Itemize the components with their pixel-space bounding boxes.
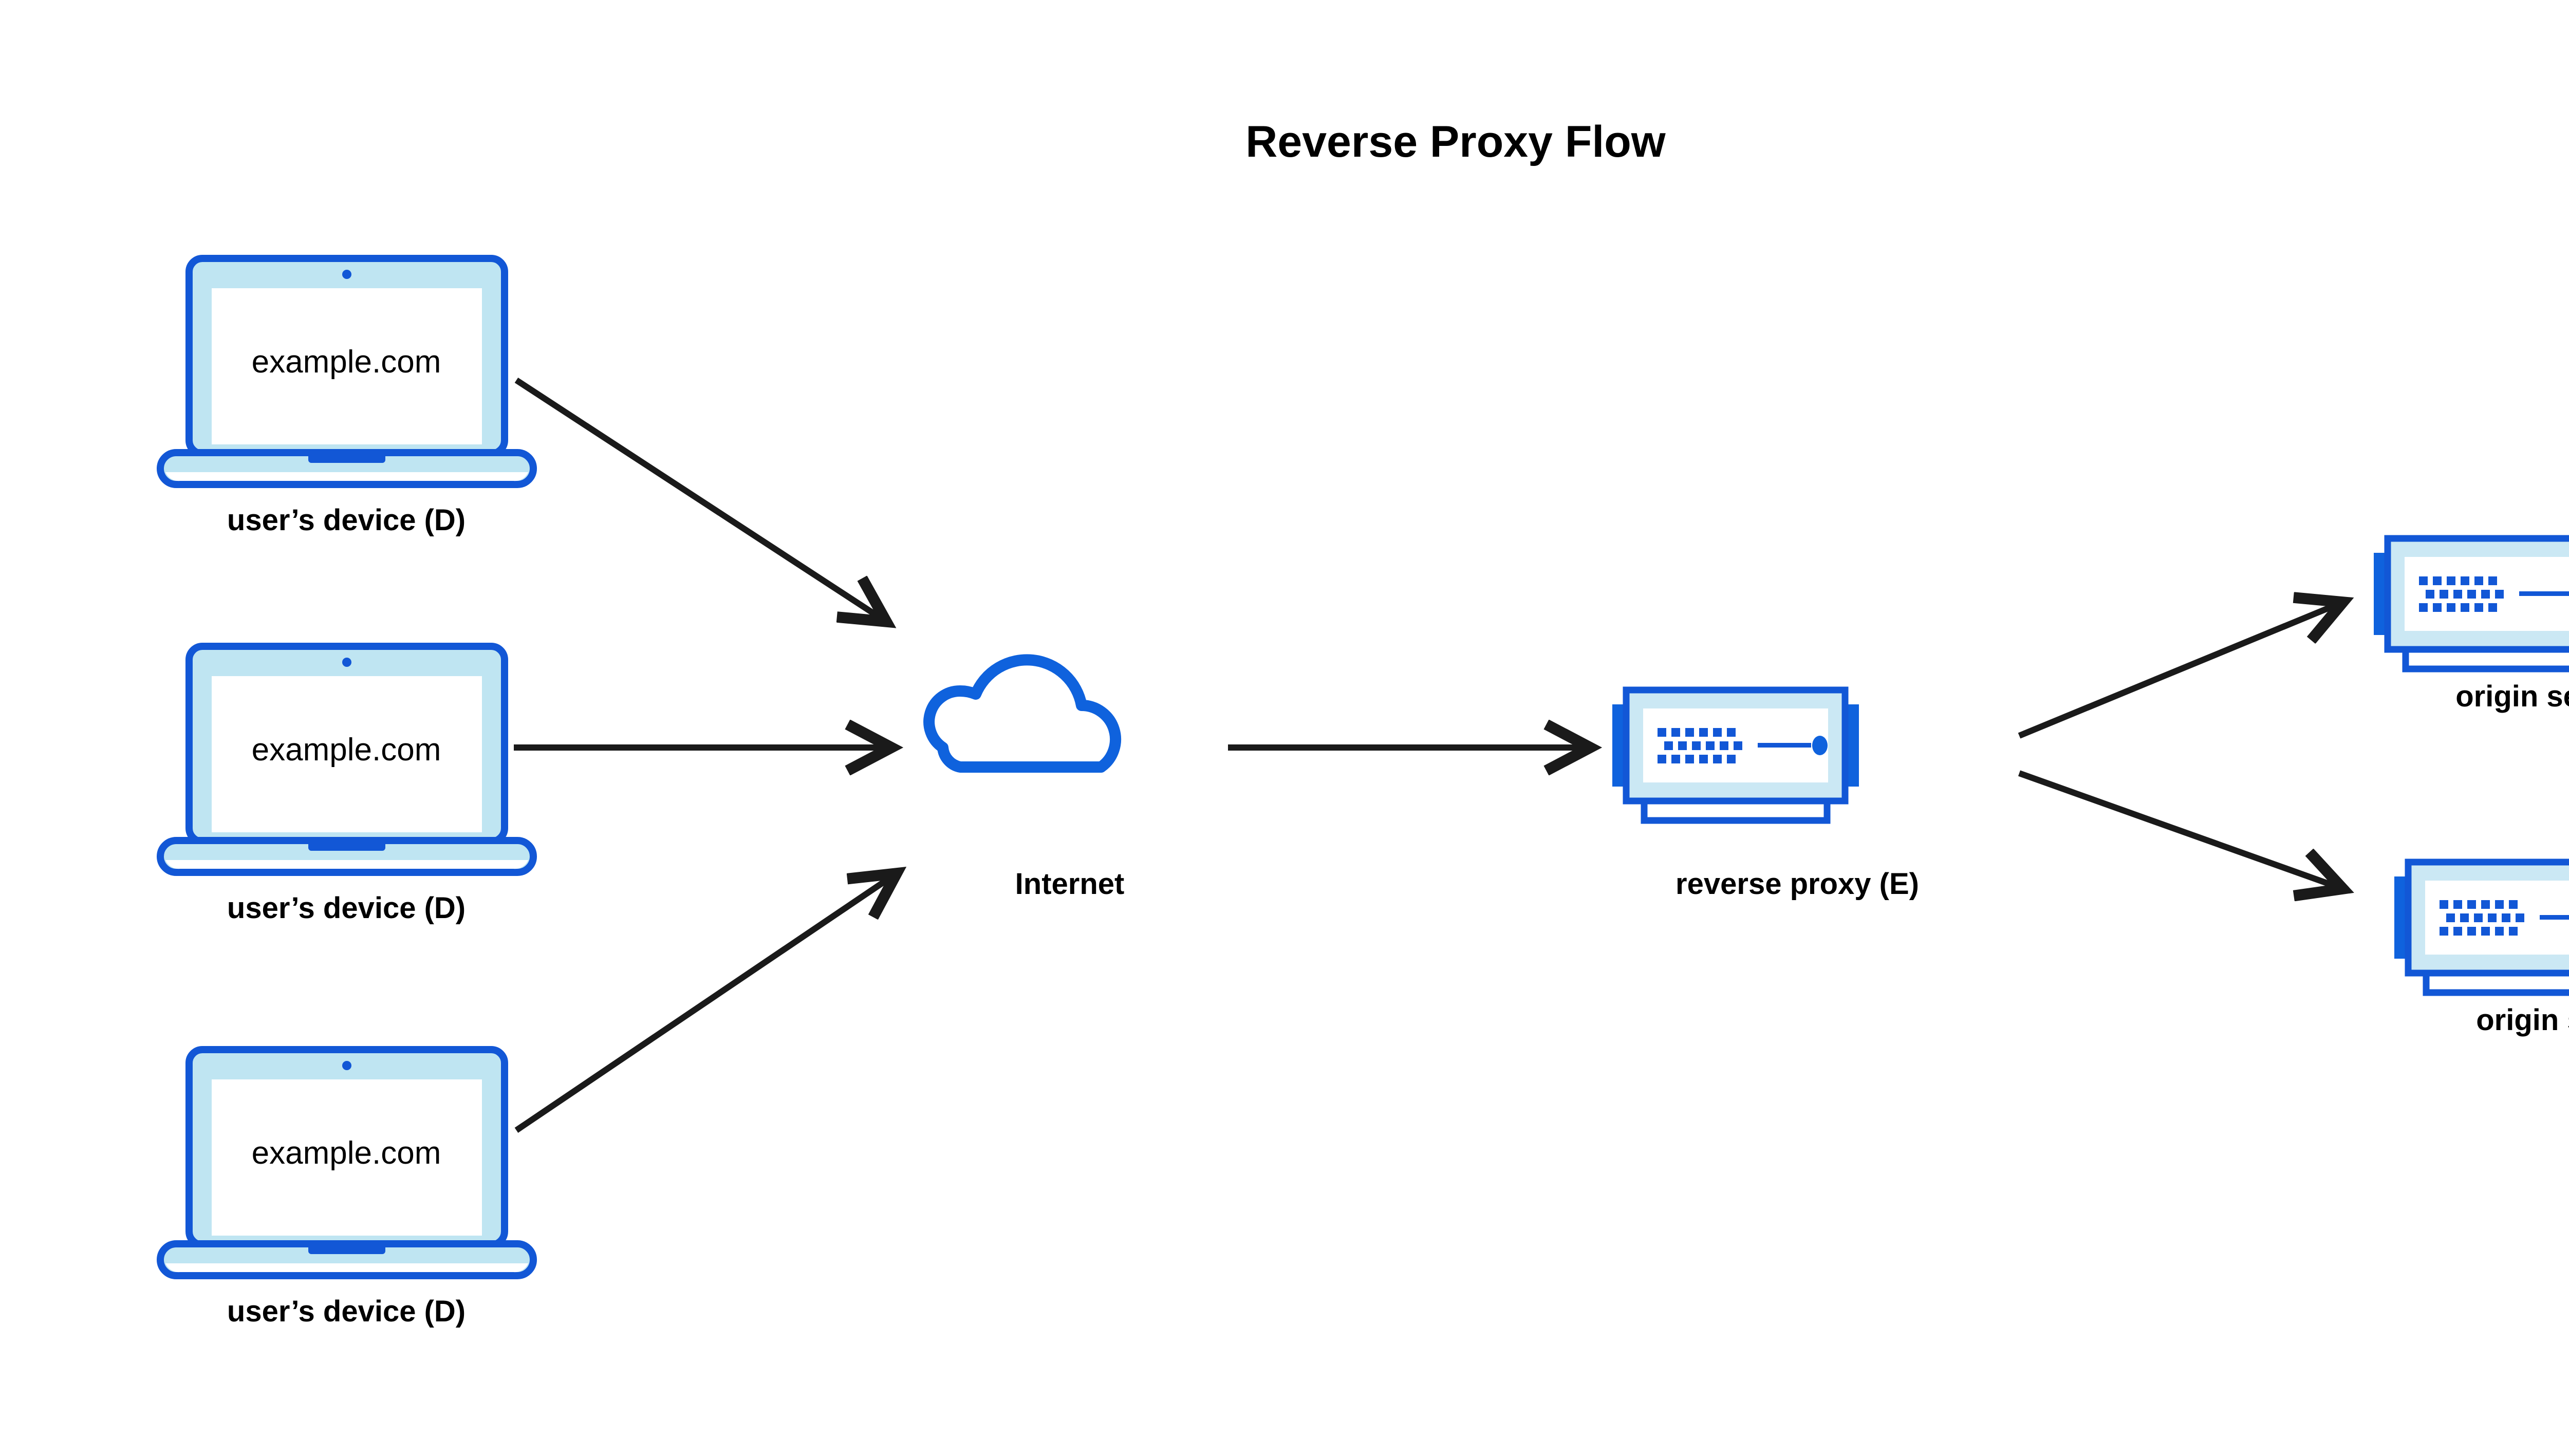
node-label-origin-server-bottom: origin server (F)	[2476, 1003, 2569, 1037]
node-user-device-top[interactable]: example.com user’s device (D)	[160, 258, 533, 537]
flow-device-bottom-to-internet	[514, 873, 897, 1133]
flow-proxy-to-origin-top	[2018, 602, 2343, 739]
node-origin-server-top[interactable]: origin server (F)	[2374, 538, 2569, 713]
node-origin-server-bottom[interactable]: origin server (F)	[2394, 862, 2569, 1037]
node-internet[interactable]: Internet	[929, 660, 1124, 901]
server-icon	[2394, 862, 2569, 993]
node-label-user-device-top: user’s device (D)	[227, 503, 466, 537]
node-label-user-device-middle: user’s device (D)	[227, 891, 466, 925]
server-icon	[1612, 690, 1859, 820]
flow-device-top-to-internet	[514, 377, 886, 622]
node-user-device-middle[interactable]: example.com user’s device (D)	[160, 646, 533, 925]
node-reverse-proxy[interactable]: reverse proxy (E)	[1612, 690, 1919, 901]
node-label-user-device-bottom: user’s device (D)	[227, 1295, 466, 1328]
node-label-reverse-proxy: reverse proxy (E)	[1676, 867, 1919, 901]
device-screen-text: example.com	[252, 732, 441, 768]
flow-proxy-to-origin-bottom	[2018, 770, 2343, 889]
device-screen-text: example.com	[252, 344, 441, 380]
node-user-device-bottom[interactable]: example.com user’s device (D)	[160, 1050, 533, 1328]
flow-arrows	[514, 377, 2343, 1133]
node-label-internet: Internet	[1015, 867, 1125, 901]
page-title: Reverse Proxy Flow	[1245, 117, 1666, 166]
device-screen-text: example.com	[252, 1135, 441, 1171]
server-icon	[2374, 538, 2569, 669]
node-label-origin-server-top: origin server (F)	[2455, 680, 2569, 713]
